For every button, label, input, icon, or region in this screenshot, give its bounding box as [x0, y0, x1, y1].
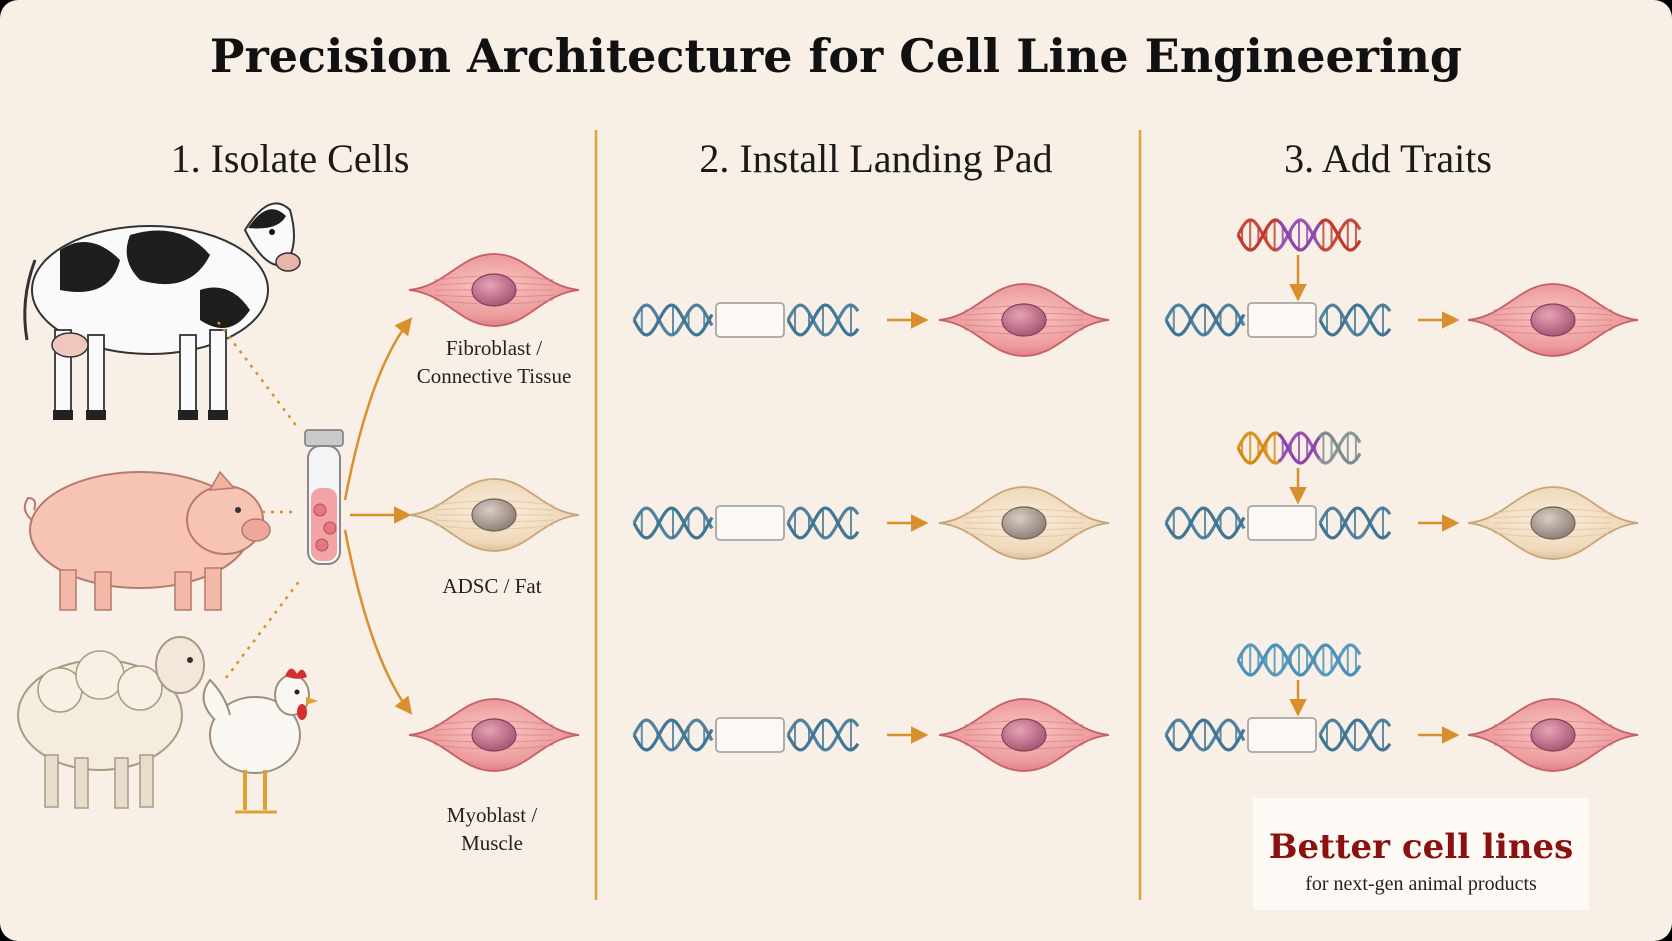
- trait-cell: [1467, 486, 1639, 560]
- trait-cell: [1467, 698, 1639, 772]
- dna-helix-icon: [1318, 303, 1392, 337]
- dna-helix-icon: [786, 303, 860, 337]
- cell-nucleus: [1001, 506, 1047, 540]
- cell-nucleus: [1530, 718, 1576, 752]
- isolated-cells: [408, 253, 580, 772]
- cell-nucleus: [471, 718, 517, 752]
- landing-pad-construct: [1164, 717, 1392, 753]
- dna-helix-icon: [786, 718, 860, 752]
- cell-1: [408, 478, 580, 552]
- landing-pad-site: [1247, 302, 1317, 338]
- landing-pad-site: [715, 505, 785, 541]
- cell-label-line: Muscle: [461, 831, 523, 855]
- dna-helix-icon: [1164, 718, 1246, 752]
- landing-pad-site: [715, 302, 785, 338]
- landing-pad-site: [715, 717, 785, 753]
- step-heading-isolate: 1. Isolate Cells: [171, 136, 410, 181]
- vial-to-cells-arrows: [343, 317, 413, 715]
- cell-label-line: ADSC / Fat: [442, 574, 541, 598]
- dna-helix-icon: [1164, 303, 1246, 337]
- cell-nucleus: [471, 498, 517, 532]
- cell-nucleus: [1530, 303, 1576, 337]
- cell-label-line: Fibroblast /: [446, 336, 542, 360]
- cell-nucleus: [1530, 506, 1576, 540]
- engineered-cell: [938, 283, 1110, 357]
- cell-nucleus: [471, 273, 517, 307]
- dna-helix-icon: [632, 718, 714, 752]
- engineered-cell: [938, 486, 1110, 560]
- cell-0: [408, 253, 580, 327]
- arrow-to-myoblast: [343, 529, 413, 715]
- page-title: Precision Architecture for Cell Line Eng…: [210, 29, 1462, 83]
- trait-dna-insert-icon: [1236, 431, 1362, 465]
- cell-nucleus: [1001, 718, 1047, 752]
- landing-pad-construct: [1164, 302, 1392, 338]
- cell-label-fibroblast: Fibroblast / Connective Tissue: [417, 336, 572, 388]
- landing-pad-site: [1247, 717, 1317, 753]
- step-heading-add-traits: 3. Add Traits: [1284, 136, 1492, 181]
- vial-icon: [304, 429, 344, 565]
- dna-helix-icon: [1318, 506, 1392, 540]
- arrow-to-fibroblast: [343, 317, 413, 501]
- dna-helix-icon: [1318, 718, 1392, 752]
- landing-pad-rows: [632, 283, 1110, 772]
- cell-label-myoblast: Myoblast / Muscle: [447, 803, 538, 855]
- trait-cell: [1467, 283, 1639, 357]
- trait-dna-insert-icon: [1236, 643, 1362, 677]
- engineered-cell: [938, 698, 1110, 772]
- trait-dna-insert-icon: [1236, 218, 1362, 252]
- dna-helix-icon: [1164, 506, 1246, 540]
- step-heading-landing-pad: 2. Install Landing Pad: [699, 136, 1052, 181]
- cell-label-line: Myoblast /: [447, 803, 538, 827]
- sheep-illustration: [17, 636, 205, 809]
- landing-pad-construct: [1164, 505, 1392, 541]
- cell-label-adsc: ADSC / Fat: [442, 574, 541, 598]
- callout-headline: Better cell lines: [1269, 827, 1574, 867]
- dna-helix-icon: [632, 303, 714, 337]
- landing-pad-construct: [632, 505, 860, 541]
- trait-rows: [1164, 218, 1639, 772]
- landing-pad-construct: [632, 717, 860, 753]
- dna-helix-icon: [632, 506, 714, 540]
- cell-label-line: Connective Tissue: [417, 364, 572, 388]
- dna-helix-icon: [786, 506, 860, 540]
- cell-nucleus: [1001, 303, 1047, 337]
- callout-subline: for next-gen animal products: [1305, 873, 1537, 895]
- callout-box: Better cell lines for next-gen animal pr…: [1253, 798, 1589, 910]
- pig-illustration: [23, 470, 271, 611]
- chicken-illustration: [202, 668, 318, 814]
- cell-2: [408, 698, 580, 772]
- landing-pad-construct: [632, 302, 860, 338]
- cow-illustration: [23, 202, 301, 420]
- landing-pad-site: [1247, 505, 1317, 541]
- animal-to-vial-connectors: [217, 321, 301, 679]
